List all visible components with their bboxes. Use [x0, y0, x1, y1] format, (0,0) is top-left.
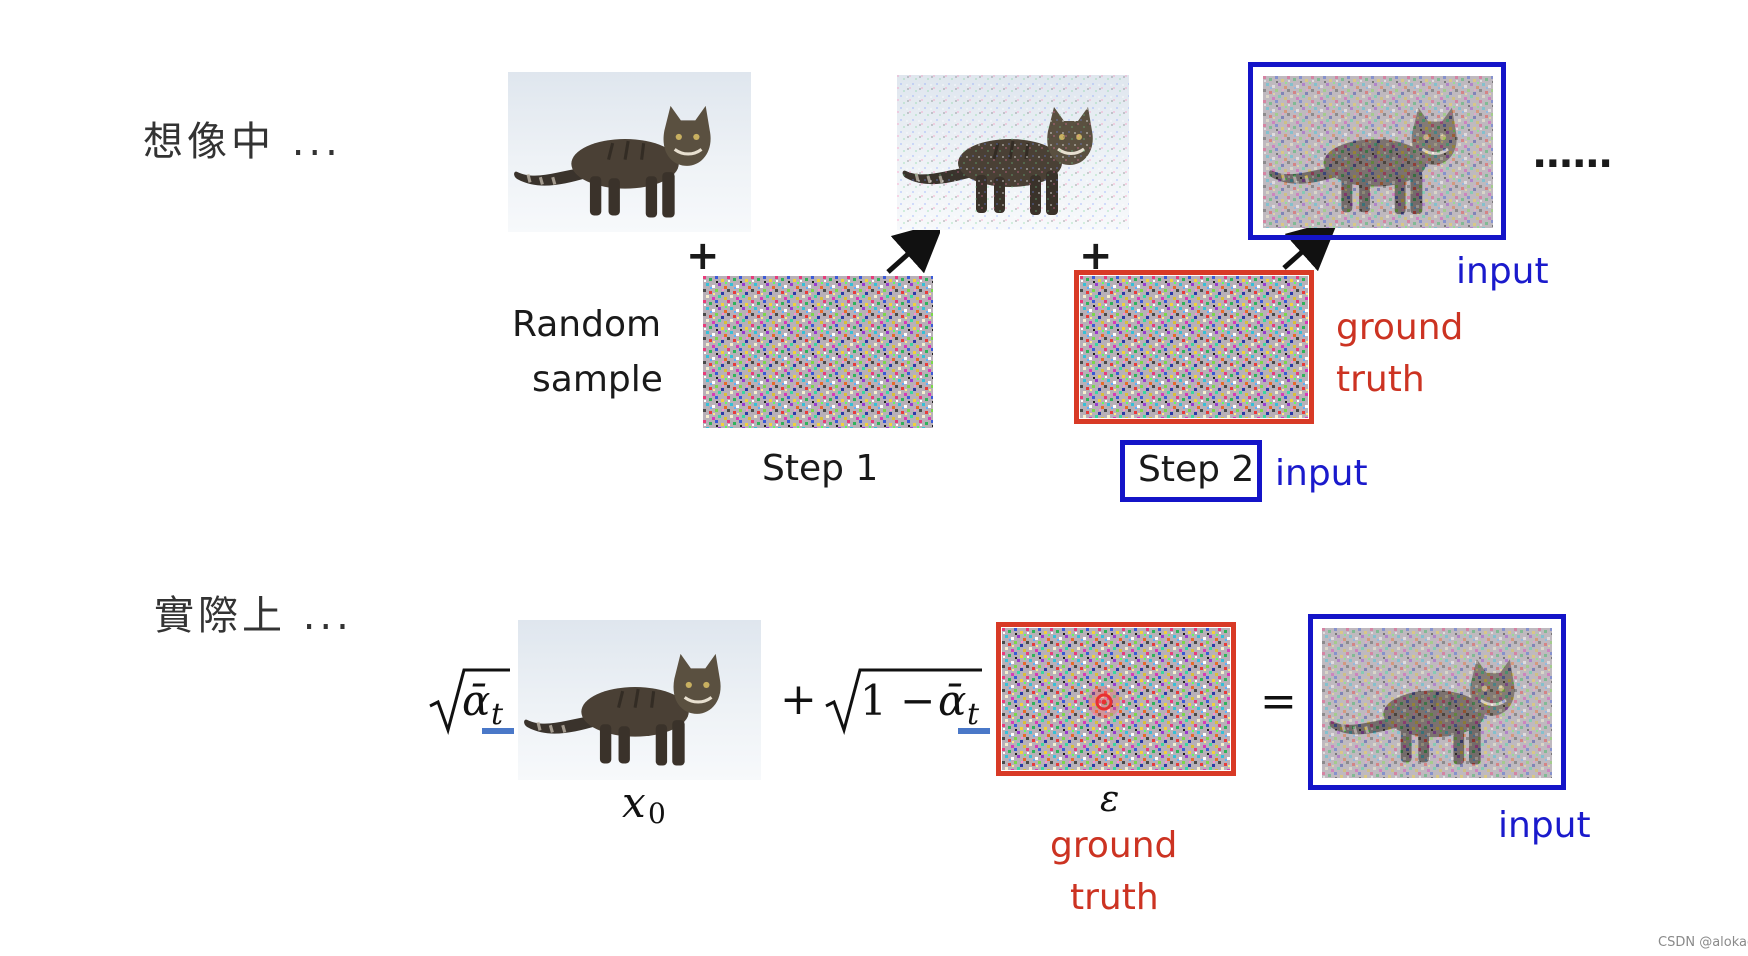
- noisy-cat-image-bottom: [1322, 628, 1552, 778]
- plus-operator: +: [780, 678, 817, 722]
- alpha-sub-t-2: t: [967, 700, 979, 730]
- random-sample-line1: Random: [512, 307, 661, 343]
- step2-label: Step 2: [1138, 452, 1254, 488]
- step2-input-label: input: [1275, 456, 1368, 492]
- equals-operator: =: [1260, 680, 1297, 724]
- noisy-input-label-bottom: input: [1498, 808, 1591, 844]
- watermark-text: CSDN @alokag: [1658, 936, 1748, 949]
- ellipsis-label: ......: [1532, 134, 1611, 174]
- x0-label: x: [622, 782, 646, 824]
- clean-cat-image: [508, 72, 751, 232]
- noisy-cat-image-top: [1263, 76, 1493, 228]
- plus-sign-1: +: [686, 236, 720, 276]
- actual-label: 實際上 ...: [154, 596, 353, 636]
- ground-truth-label-top-line2: truth: [1336, 362, 1425, 398]
- epsilon-noise-image: [1002, 628, 1230, 770]
- alpha-bar-1: ᾱ: [462, 680, 490, 722]
- imagine-label: 想像中 ...: [143, 122, 342, 162]
- alpha-bar-2: ᾱ: [938, 680, 966, 722]
- x0-subscript: 0: [648, 800, 666, 828]
- x0-cat-image: [518, 620, 761, 780]
- random-sample-line2: sample: [532, 362, 663, 398]
- noisy-input-label-top: input: [1456, 254, 1549, 290]
- arrow-icon-1: [880, 228, 940, 278]
- one-minus-label: 1 −: [860, 680, 935, 722]
- ground-truth-label-bottom-line1: ground: [1050, 828, 1177, 864]
- ground-truth-label-top-line1: ground: [1336, 310, 1463, 346]
- slightly-noisy-cat-image: [897, 75, 1129, 230]
- step1-label: Step 1: [762, 451, 878, 487]
- ground-truth-label-bottom-line2: truth: [1070, 880, 1159, 916]
- alpha-sub-t-1: t: [491, 700, 503, 730]
- ground-truth-noise-image-top: [1080, 276, 1308, 418]
- random-noise-image: [703, 276, 933, 428]
- underline-mark-1: [482, 728, 514, 734]
- epsilon-label: ε: [1100, 782, 1119, 818]
- underline-mark-2: [958, 728, 990, 734]
